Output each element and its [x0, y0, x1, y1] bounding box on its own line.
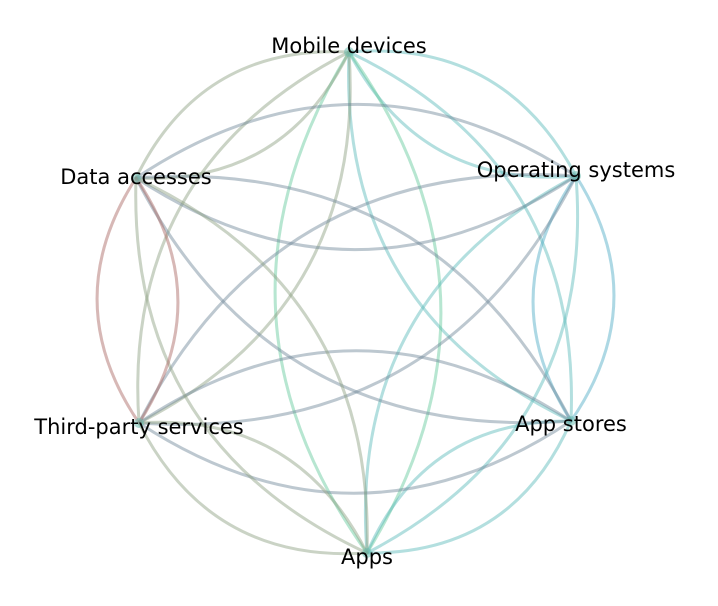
edge-os-data-outer: [134, 102, 578, 180]
edge-apps-data-inner: [134, 176, 369, 555]
node-dot-mobile: [344, 47, 354, 57]
edge-mobile-apps-inner: [273, 50, 369, 555]
node-dot-thirdparty: [134, 418, 144, 428]
node-label-mobile-devices: Mobile devices: [271, 34, 426, 58]
node-label-third-party-services: Third-party services: [33, 415, 243, 439]
edge-stores-data-inner: [134, 176, 573, 425]
node-dot-apps: [362, 548, 372, 558]
node-layer: [131, 47, 581, 558]
edge-mobile-os-outer: [347, 49, 578, 178]
edge-os-data-inner: [134, 174, 578, 252]
node-label-data-accesses: Data accesses: [60, 165, 211, 189]
edge-stores-apps-outer: [365, 419, 573, 555]
edge-os-apps-inner: [363, 174, 578, 555]
edge-thirdparty-data-inner: [134, 176, 180, 425]
edge-apps-thirdparty-outer: [137, 421, 369, 556]
edge-mobile-data-inner: [134, 50, 351, 180]
edge-thirdparty-data-outer: [95, 176, 141, 425]
edge-mobile-stores-outer: [347, 50, 573, 423]
edge-mobile-thirdparty-outer: [136, 50, 351, 425]
edge-mobile-apps-outer: [347, 50, 443, 555]
label-layer: Mobile devices Operating systems App sto…: [33, 34, 675, 569]
edge-mobile-thirdparty-inner: [137, 50, 352, 425]
edge-os-apps-outer: [365, 174, 580, 555]
node-label-operating-systems: Operating systems: [477, 158, 676, 182]
edge-os-thirdparty-inner: [137, 174, 578, 426]
node-label-app-stores: App stores: [515, 412, 627, 436]
edge-mobile-data-outer: [134, 50, 351, 180]
edge-os-stores-outer: [569, 174, 616, 423]
node-dot-data: [131, 173, 141, 183]
edge-apps-data-outer: [134, 176, 369, 555]
edge-stores-data-outer: [134, 174, 573, 423]
edge-stores-thirdparty-outer: [137, 419, 573, 495]
node-label-apps: Apps: [341, 545, 393, 569]
edge-apps-thirdparty-inner: [137, 420, 369, 555]
edge-mobile-os-inner: [347, 50, 578, 179]
edge-mobile-stores-inner: [347, 50, 573, 423]
node-dot-stores: [566, 416, 576, 426]
edge-os-stores-inner: [531, 174, 578, 423]
node-dot-os: [571, 171, 581, 181]
edge-layer: [95, 49, 616, 556]
edge-stores-apps-inner: [365, 419, 573, 555]
edge-os-thirdparty-outer: [137, 173, 578, 425]
edge-stores-thirdparty-inner: [137, 349, 573, 425]
